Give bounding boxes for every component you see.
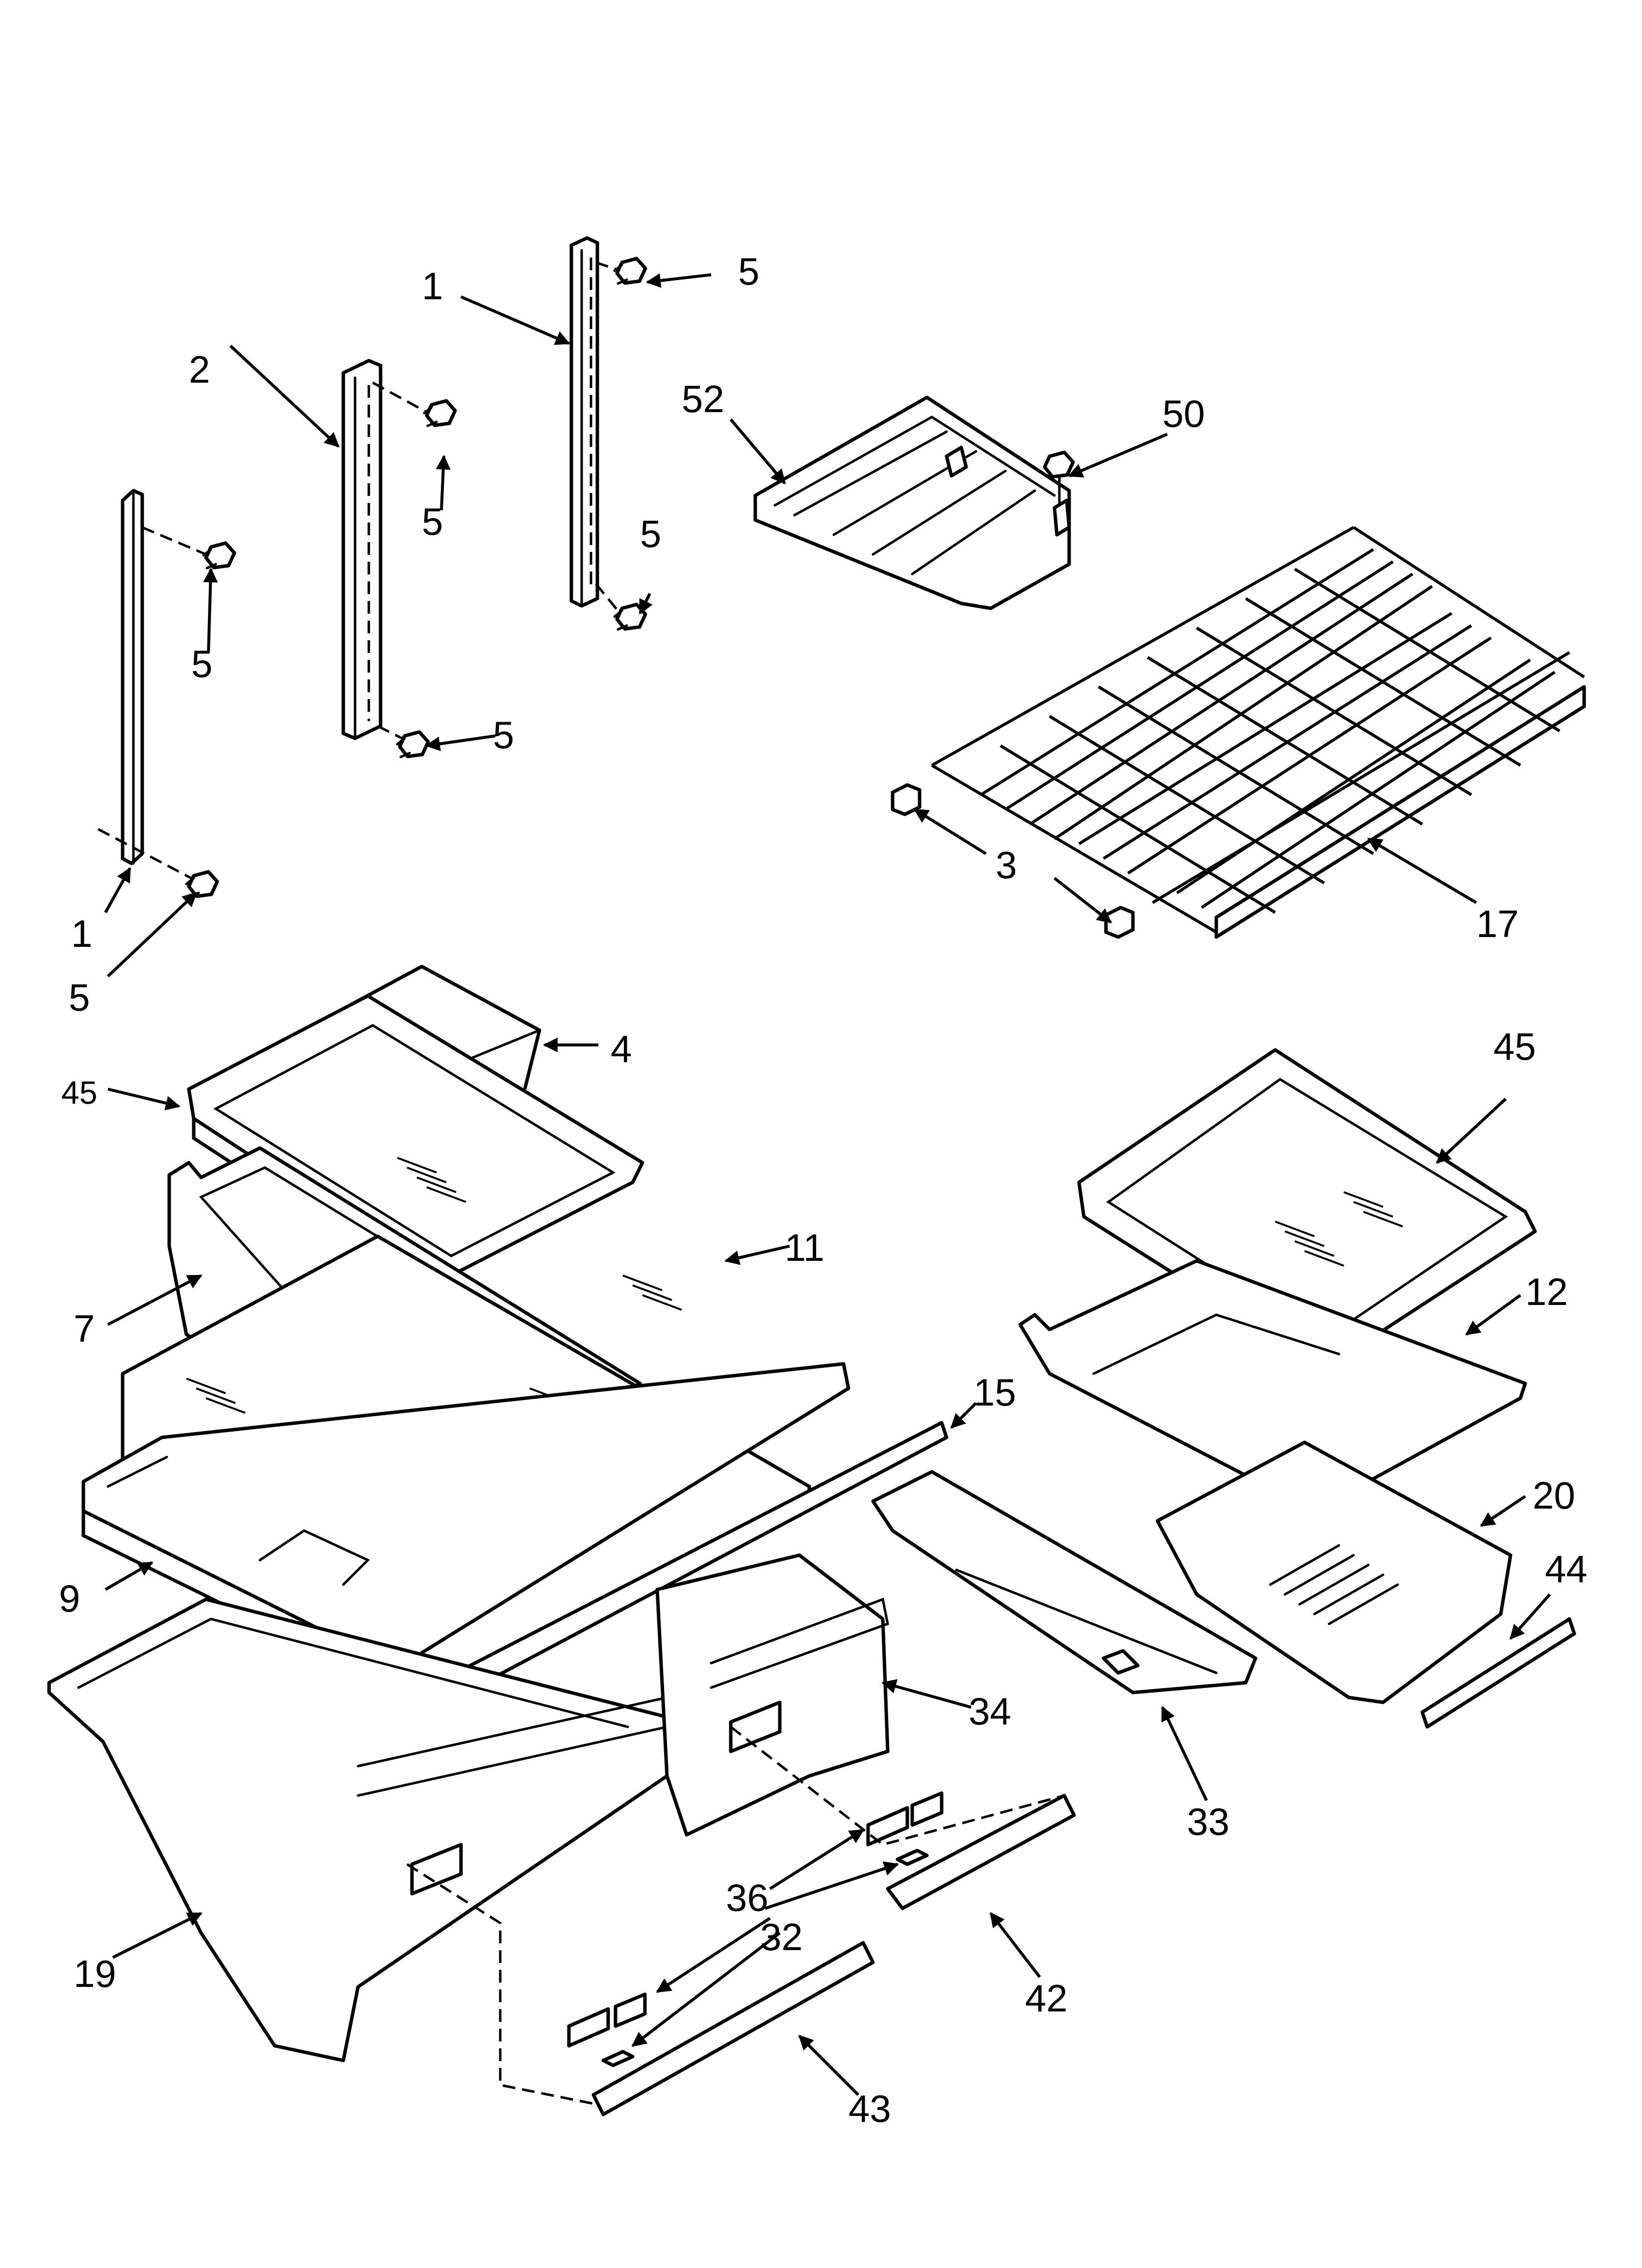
callout-44: 44 (1545, 1547, 1588, 1590)
callout-34: 34 (969, 1690, 1011, 1733)
callout-17: 17 (1476, 902, 1519, 945)
callout-1: 1 (71, 912, 92, 955)
alignment-lines (406, 1726, 1065, 2106)
callout-45: 45 (61, 1074, 97, 1111)
callout-4: 4 (611, 1027, 632, 1070)
callout-36: 36 (726, 1876, 769, 1919)
trim-strip-44 (1420, 1617, 1576, 1729)
shelf-rail-right (569, 236, 599, 608)
callout-5: 5 (69, 976, 90, 1019)
callout-43: 43 (848, 2087, 891, 2130)
screw-icon (595, 257, 647, 285)
shelf-support-icon (891, 783, 1135, 939)
crisper-drawer-small (655, 1553, 890, 1837)
callout-50: 50 (1162, 392, 1205, 435)
screw-icon (1043, 450, 1075, 507)
shelf-rail-left (121, 489, 144, 865)
callout-3: 3 (996, 843, 1017, 886)
callout-45: 45 (1493, 1025, 1536, 1068)
callout-12: 12 (1525, 1270, 1568, 1313)
screw-icon (377, 725, 430, 758)
door-bin-tray (753, 395, 1071, 610)
glass-shelf-right (1077, 1048, 1537, 1371)
drawer-slide (871, 1470, 1257, 1694)
callout-19: 19 (74, 1952, 116, 1995)
wire-shelf (931, 526, 1586, 939)
callout-20: 20 (1533, 1474, 1575, 1517)
callout-5: 5 (191, 642, 212, 685)
callout-7: 7 (74, 1307, 95, 1350)
callout-2: 2 (189, 348, 210, 391)
crisper-drawer-large (47, 1597, 669, 2062)
callout-5: 5 (640, 512, 661, 555)
meat-drawer (1155, 1440, 1513, 1704)
screw-icon (142, 526, 236, 570)
shelf-rail-middle (341, 359, 383, 740)
screw-icon (97, 828, 219, 898)
callout-32: 32 (760, 1915, 803, 1958)
clip-icon (601, 1849, 929, 2067)
callout-labels: 1 1 2 3 4 5 5 5 5 5 5 7 9 11 12 15 17 19… (59, 250, 1588, 2130)
leader-arrows (104, 273, 1551, 2096)
clip-icon (567, 1791, 944, 2048)
callout-1: 1 (422, 264, 443, 308)
screw-icon (595, 583, 647, 631)
callout-15: 15 (974, 1371, 1016, 1414)
callout-9: 9 (59, 1577, 80, 1620)
callout-42: 42 (1025, 1977, 1068, 2020)
shelf-frame-right (1018, 1259, 1527, 1513)
callout-5: 5 (738, 250, 759, 293)
trim-strip-43 (591, 1941, 875, 2116)
callout-11: 11 (785, 1226, 824, 1269)
trim-strip-42 (886, 1794, 1076, 1910)
callout-52: 52 (682, 377, 724, 420)
screw-icon (372, 381, 457, 427)
callout-5: 5 (422, 500, 443, 543)
callout-5: 5 (493, 713, 514, 756)
callout-33: 33 (1187, 1800, 1230, 1843)
